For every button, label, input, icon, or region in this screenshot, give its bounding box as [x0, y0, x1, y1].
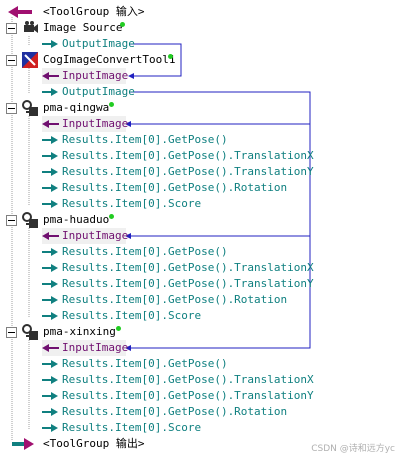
pattern-tool-icon — [22, 212, 38, 228]
result-terminal-row[interactable]: Results.Item[0].GetPose().Rotation — [0, 292, 300, 308]
tool-name: pma-xinxing — [43, 325, 116, 338]
terminal-label: Results.Item[0].Score — [62, 197, 202, 210]
terminal-label: Results.Item[0].GetPose() — [62, 245, 228, 258]
result-terminal-row[interactable]: Results.Item[0].GetPose().TranslationX — [0, 372, 314, 388]
toolgroup-input-label: <ToolGroup 输入> — [43, 5, 145, 18]
output-arrow-icon — [8, 437, 34, 451]
status-dot-icon — [109, 214, 114, 219]
tool-name: CogImageConvertTool1 — [43, 53, 176, 66]
input-arrow-icon — [42, 117, 59, 131]
terminal-label: Results.Item[0].GetPose().TranslationY — [62, 165, 314, 178]
output-arrow-icon — [42, 261, 58, 275]
terminal-label: Results.Item[0].GetPose().Rotation — [62, 405, 288, 418]
result-terminal-row[interactable]: Results.Item[0].GetPose() — [0, 356, 300, 372]
output-arrow-icon — [42, 293, 58, 307]
input-arrow-icon — [8, 5, 32, 19]
output-arrow-icon — [42, 181, 58, 195]
output-arrow-icon — [42, 309, 58, 323]
status-dot-icon — [168, 54, 173, 59]
result-terminal-row[interactable]: Results.Item[0].Score — [0, 196, 300, 212]
collapse-toggle-icon[interactable] — [6, 55, 17, 66]
convert-tool-icon — [22, 52, 38, 68]
result-terminal-row[interactable]: Results.Item[0].GetPose().TranslationX — [0, 260, 314, 276]
result-terminal-row[interactable]: Results.Item[0].GetPose().TranslationY — [0, 276, 314, 292]
status-dot-icon — [109, 102, 114, 107]
status-dot-icon — [116, 326, 121, 331]
output-terminal-row[interactable]: OutputImage — [0, 36, 135, 52]
result-terminal-row[interactable]: Results.Item[0].GetPose() — [0, 132, 300, 148]
result-terminal-row[interactable]: Results.Item[0].GetPose().Rotation — [0, 180, 300, 196]
status-dot-icon — [120, 22, 125, 27]
output-arrow-icon — [42, 421, 58, 435]
tool-name: pma-huaduo — [43, 213, 110, 226]
terminal-label: OutputImage — [62, 37, 135, 50]
pattern-tool-icon — [22, 324, 38, 340]
terminal-label: Results.Item[0].GetPose().TranslationX — [62, 373, 314, 386]
tool-cog-image-convert[interactable]: CogImageConvertTool1 — [0, 52, 180, 68]
collapse-toggle-icon[interactable] — [6, 327, 17, 338]
input-terminal-row[interactable]: InputImage — [42, 116, 129, 132]
tool-name: pma-qingwa — [43, 101, 110, 114]
tool-pma-qingwa[interactable]: pma-qingwa — [0, 100, 120, 116]
output-arrow-icon — [42, 85, 58, 99]
result-terminal-row[interactable]: Results.Item[0].Score — [0, 420, 300, 436]
terminal-label: Results.Item[0].GetPose().TranslationY — [62, 277, 314, 290]
terminal-label: Results.Item[0].GetPose().TranslationY — [62, 389, 314, 402]
input-terminal-row[interactable]: InputImage — [42, 228, 129, 244]
result-terminal-row[interactable]: Results.Item[0].GetPose() — [0, 244, 300, 260]
output-arrow-icon — [42, 277, 58, 291]
collapse-toggle-icon[interactable] — [6, 103, 17, 114]
watermark: CSDN @诗和远方yc — [311, 444, 395, 454]
toolgroup-output-label: <ToolGroup 输出> — [43, 437, 145, 450]
toolgroup-output-row[interactable]: <ToolGroup 输出> — [0, 436, 160, 452]
output-arrow-icon — [42, 149, 58, 163]
terminal-label: Results.Item[0].GetPose().TranslationX — [62, 261, 314, 274]
result-terminal-row[interactable]: Results.Item[0].GetPose().TranslationY — [0, 164, 314, 180]
terminal-label: Results.Item[0].GetPose().Rotation — [62, 293, 288, 306]
pattern-tool-icon — [22, 100, 38, 116]
camera-icon — [24, 21, 38, 35]
terminal-label: InputImage — [62, 69, 129, 82]
terminal-label: InputImage — [62, 229, 129, 242]
input-terminal-row[interactable]: InputImage — [42, 340, 129, 356]
terminal-label: Results.Item[0].GetPose().Rotation — [62, 181, 288, 194]
terminal-label: Results.Item[0].Score — [62, 421, 202, 434]
collapse-toggle-icon[interactable] — [6, 23, 17, 34]
toolgroup-input-row[interactable]: <ToolGroup 输入> — [0, 4, 160, 20]
terminal-label: InputImage — [62, 117, 129, 130]
output-arrow-icon — [42, 405, 58, 419]
result-terminal-row[interactable]: Results.Item[0].Score — [0, 308, 300, 324]
input-arrow-icon — [42, 229, 59, 243]
output-arrow-icon — [42, 165, 58, 179]
result-terminal-row[interactable]: Results.Item[0].GetPose().TranslationY — [0, 388, 314, 404]
output-arrow-icon — [42, 133, 58, 147]
tool-image-source[interactable]: Image Source — [0, 20, 140, 36]
tool-pma-xinxing[interactable]: pma-xinxing — [0, 324, 130, 340]
input-terminal-row[interactable]: InputImage — [42, 68, 129, 84]
result-terminal-row[interactable]: Results.Item[0].GetPose().TranslationX — [0, 148, 314, 164]
terminal-label: Results.Item[0].GetPose().TranslationX — [62, 149, 314, 162]
terminal-label: OutputImage — [62, 85, 135, 98]
terminal-label: Results.Item[0].Score — [62, 309, 202, 322]
output-arrow-icon — [42, 37, 58, 51]
output-arrow-icon — [42, 245, 58, 259]
output-terminal-row[interactable]: OutputImage — [0, 84, 135, 100]
output-arrow-icon — [42, 389, 58, 403]
output-arrow-icon — [42, 197, 58, 211]
result-terminal-row[interactable]: Results.Item[0].GetPose().Rotation — [0, 404, 300, 420]
input-arrow-icon — [42, 341, 59, 355]
output-arrow-icon — [42, 357, 58, 371]
tool-name: Image Source — [43, 21, 123, 34]
output-arrow-icon — [42, 373, 58, 387]
input-arrow-icon — [42, 69, 59, 83]
collapse-toggle-icon[interactable] — [6, 215, 17, 226]
terminal-label: InputImage — [62, 341, 129, 354]
terminal-label: Results.Item[0].GetPose() — [62, 357, 228, 370]
terminal-label: Results.Item[0].GetPose() — [62, 133, 228, 146]
tool-pma-huaduo[interactable]: pma-huaduo — [0, 212, 120, 228]
